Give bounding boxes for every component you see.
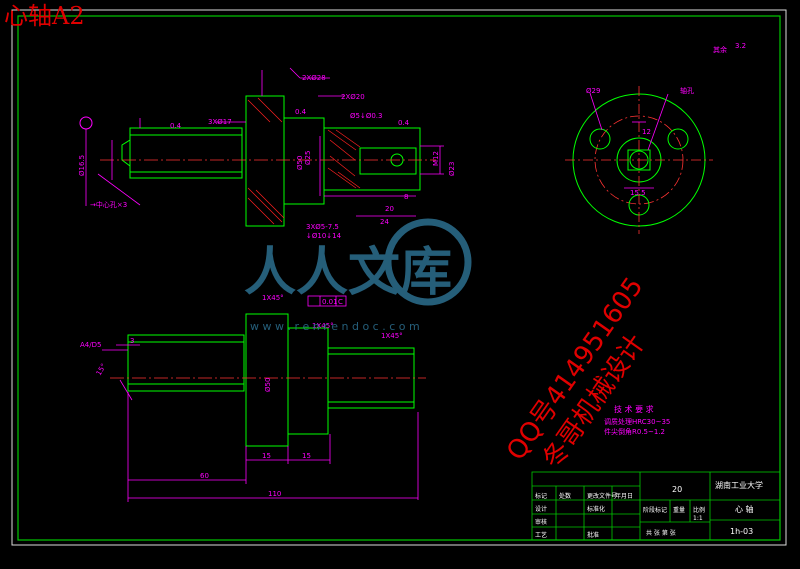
side-view-labels: Ø29 轴孔 15.5 12 其余 3.2 [586, 42, 746, 197]
top-view-dimensions [111, 67, 444, 217]
bore-part-outline [323, 127, 421, 191]
requirements-title: 技 术 要 求 [614, 404, 654, 414]
top-view-labels: 2XØ28 2XØ20 3XØ17 0.4 0.4 0.4 Ø5↓Ø0.3 Ø5… [78, 74, 456, 240]
dim-110-label: 110 [268, 490, 281, 498]
diameter-50-bottom-label: Ø50 [264, 378, 272, 392]
hole-label: 轴孔 [680, 86, 694, 95]
side-view-centerlines [565, 86, 713, 234]
small-shaft-outline [129, 127, 243, 179]
chamfer-top-label: 1X45° [262, 294, 284, 302]
dim-60-label: 60 [200, 472, 209, 480]
cell-sheets: 共 张 第 张 [646, 529, 676, 537]
chamfer-label-b: 2XØ20 [341, 93, 365, 101]
material-code: 20 [672, 485, 682, 494]
bolt-hole-left [589, 128, 611, 150]
diameter-16-label: Ø16.5 [78, 155, 86, 176]
bolt-hole-right [667, 128, 689, 150]
cell-stage: 阶段标记 [643, 506, 667, 514]
chamfer-label-a: 2XØ28 [302, 74, 326, 82]
drawing-border [17, 15, 781, 541]
drawing-number: 1h-03 [730, 527, 753, 536]
scale-value: 1:1 [693, 515, 703, 522]
chamfer-left-label: A4/D5 [80, 341, 101, 349]
bore-flat [627, 149, 651, 171]
bore-hole [359, 147, 417, 175]
document-title: 心轴A2 [4, 2, 85, 30]
watermark-url: w w w . r e n r e n d o c . c o m [250, 320, 420, 333]
top-view-hatch [247, 97, 361, 225]
roughness-label-3: 0.4 [398, 119, 410, 127]
tolerance-value: 0.01 [322, 298, 338, 306]
diameter-50-label: Ø50 [296, 156, 304, 170]
bottom-small-shaft [127, 334, 245, 392]
other-roughness-value: 3.2 [735, 42, 746, 50]
cell-mark: 标记 [535, 492, 547, 500]
roughness-label-2: 0.4 [295, 108, 307, 116]
other-roughness-label: 其余 [713, 45, 727, 54]
side-view-dimensions [589, 92, 669, 189]
cell-std: 标准化 [587, 505, 605, 513]
school-name: 湖南工业大学 [715, 480, 763, 490]
cell-weight: 重量 [673, 506, 685, 514]
requirement-2: 件尖倒角R0.5~1.2 [604, 427, 665, 436]
center-drill-note: →中心孔×3 [90, 200, 127, 209]
diameter-25-label: Ø25 [304, 151, 312, 165]
cell-check: 审核 [535, 518, 547, 526]
chamfer-label-c: 3XØ17 [208, 118, 232, 126]
cell-date: 年月日 [615, 492, 633, 500]
cell-process: 工艺 [535, 531, 547, 539]
bottom-view-labels: A4/D5 1X45° 1X45° 1X45° 0.01 C 3 Ø50 15 … [80, 294, 670, 498]
part-name: 心 轴 [735, 504, 754, 514]
thread-m12-label: M12 [432, 151, 440, 166]
roughness-note: Ø5↓Ø0.3 [350, 112, 382, 120]
center-drill-detail [79, 116, 141, 206]
top-view [121, 95, 421, 227]
cell-change: 更改文件号 [587, 492, 617, 500]
chamfer-right-label: 1X45° [381, 332, 403, 340]
chamfer-mid-label: 1X45° [312, 322, 334, 330]
length-8-label: 8 [404, 193, 408, 201]
cell-scale: 比例 [693, 506, 705, 514]
shaft-chamfer-end [121, 139, 131, 167]
requirement-1: 调质处理HRC30~35 [604, 417, 670, 426]
watermark-brand: 人人文库 [244, 243, 452, 303]
dim-12-label: 12 [642, 128, 651, 136]
bore-circle [629, 150, 649, 170]
length-24-label: 24 [380, 218, 389, 226]
tolerance-datum: C [338, 298, 343, 306]
thread-note-1: 3XØ5-7.5 [306, 223, 339, 231]
dim-3-label: 3 [130, 337, 134, 345]
cell-count: 处数 [559, 492, 571, 500]
bottom-view-dimensions [102, 295, 419, 502]
cell-design: 设计 [535, 505, 547, 513]
bottom-view [127, 313, 415, 447]
dim-15a-label: 15 [262, 452, 271, 460]
title-block-text: 湖南工业大学 心 轴 1h-03 20 标记 处数 更改文件号 年月日 设计 标… [535, 480, 763, 539]
length-20-label: 20 [385, 205, 394, 213]
thread-note-2: ↓Ø10↓14 [306, 232, 342, 240]
title-block [531, 471, 781, 541]
watermark: 人人文库 w w w . r e n r e n d o c . c o m [244, 218, 472, 333]
dim-15-5-label: 15.5 [630, 189, 646, 197]
roughness-label-1: 0.4 [170, 122, 182, 130]
diameter-23-label: Ø23 [448, 162, 456, 176]
diameter-29-label: Ø29 [586, 87, 600, 95]
watermark-ring [384, 218, 472, 306]
dim-15b-label: 15 [302, 452, 311, 460]
outer-frame [11, 9, 787, 546]
cell-approve: 批准 [587, 531, 599, 539]
